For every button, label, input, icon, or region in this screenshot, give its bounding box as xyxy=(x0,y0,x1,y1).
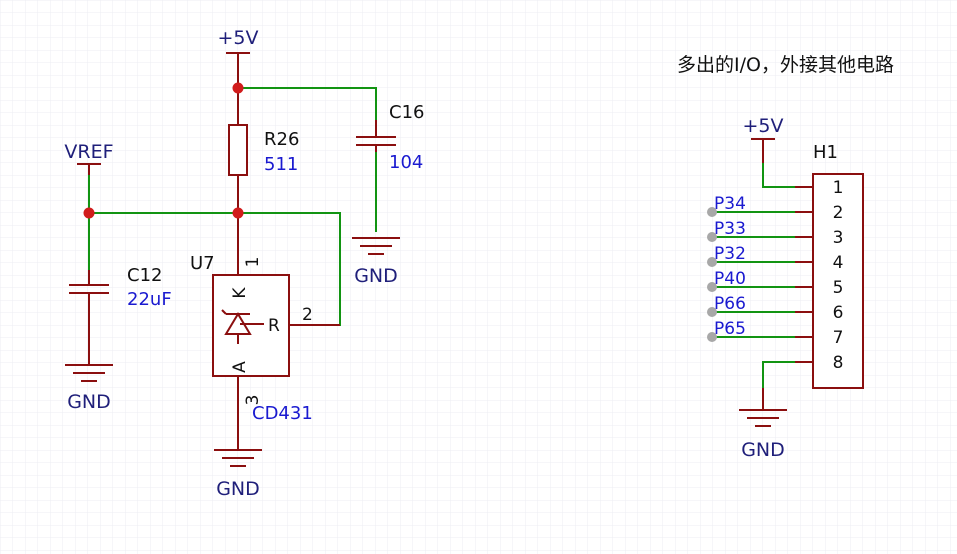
ground-c16: GND xyxy=(352,237,400,287)
io-note: 多出的I/O，外接其他电路 xyxy=(677,54,894,76)
gnd-u7-label: GND xyxy=(216,478,260,500)
port-label-p66: P66 xyxy=(714,294,746,314)
ic-u7[interactable]: U7 1 K R A 2 3 CD431 xyxy=(190,213,340,450)
capacitor-c12[interactable]: C12 22uF xyxy=(69,265,172,365)
u7-pin1-number: 1 xyxy=(243,257,263,268)
power-5v-header: +5V xyxy=(742,115,784,163)
c16-value: 104 xyxy=(389,152,423,173)
u7-pin3-number: 3 xyxy=(243,395,263,406)
h1-pin-number-8: 8 xyxy=(833,353,844,373)
u7-pin2-number: 2 xyxy=(302,305,313,325)
port-dot-p40[interactable] xyxy=(707,282,717,292)
gnd-c12-label: GND xyxy=(67,391,111,413)
wire-5v-to-c16 xyxy=(238,87,377,120)
h1-pin-number-1: 1 xyxy=(833,178,844,198)
h1-ref: H1 xyxy=(813,142,838,163)
junction-5v xyxy=(232,82,244,94)
c12-value: 22uF xyxy=(127,289,172,310)
junction-r26-u7 xyxy=(232,207,244,219)
port-label-p33: P33 xyxy=(714,219,746,239)
power-5v-label: +5V xyxy=(217,27,258,49)
u7-diode-bar-tail xyxy=(221,309,227,315)
capacitor-c16[interactable]: C16 104 xyxy=(356,102,424,173)
r26-body xyxy=(228,124,248,176)
port-label-p32: P32 xyxy=(714,244,746,264)
u7-a-label: A xyxy=(230,361,250,373)
header-h1[interactable]: H1 1 2 3 4 5 6 7 8 xyxy=(795,142,864,389)
ground-h1: GND xyxy=(739,409,787,461)
junction-vref xyxy=(83,207,95,219)
h1-pin-number-3: 3 xyxy=(833,228,844,248)
c16-ref: C16 xyxy=(389,102,424,123)
junctions xyxy=(83,82,244,219)
h1-pins: 1 2 3 4 5 6 7 8 xyxy=(795,178,843,373)
gnd-h1-label: GND xyxy=(741,439,785,461)
h1-pin-number-6: 6 xyxy=(833,303,844,323)
gnd-c16-label: GND xyxy=(354,265,398,287)
ground-c12: GND xyxy=(65,364,113,413)
u7-k-label: K xyxy=(230,287,250,299)
port-dot-p66[interactable] xyxy=(707,307,717,317)
c12-ref: C12 xyxy=(127,265,162,286)
h1-pin-number-4: 4 xyxy=(833,253,844,273)
vref-label: VREF xyxy=(64,141,113,163)
u7-r-label: R xyxy=(268,316,280,336)
ground-u7: GND xyxy=(214,449,262,500)
resistor-r26[interactable]: R26 511 xyxy=(228,88,299,213)
h1-pin-number-2: 2 xyxy=(833,203,844,223)
net-vref: VREF xyxy=(64,141,114,175)
port-dot-p65[interactable] xyxy=(707,332,717,342)
port-label-p40: P40 xyxy=(714,269,746,289)
u7-ref: U7 xyxy=(190,253,215,274)
wire-h1-pin1-to-5v xyxy=(762,163,795,188)
r26-value: 511 xyxy=(264,154,298,175)
u7-value: CD431 xyxy=(252,403,313,424)
h1-body xyxy=(812,173,864,389)
header-5v-label: +5V xyxy=(742,115,783,137)
port-dot-p33[interactable] xyxy=(707,232,717,242)
port-label-p65: P65 xyxy=(714,319,746,339)
h1-pin-number-5: 5 xyxy=(833,278,844,298)
port-dot-p34[interactable] xyxy=(707,207,717,217)
r26-ref: R26 xyxy=(264,129,299,150)
wire-h1-pin8-to-gnd xyxy=(762,361,795,388)
h1-pin-number-7: 7 xyxy=(833,328,844,348)
port-dot-p32[interactable] xyxy=(707,257,717,267)
power-5v-main: +5V xyxy=(217,27,259,88)
port-label-p34: P34 xyxy=(714,194,746,214)
